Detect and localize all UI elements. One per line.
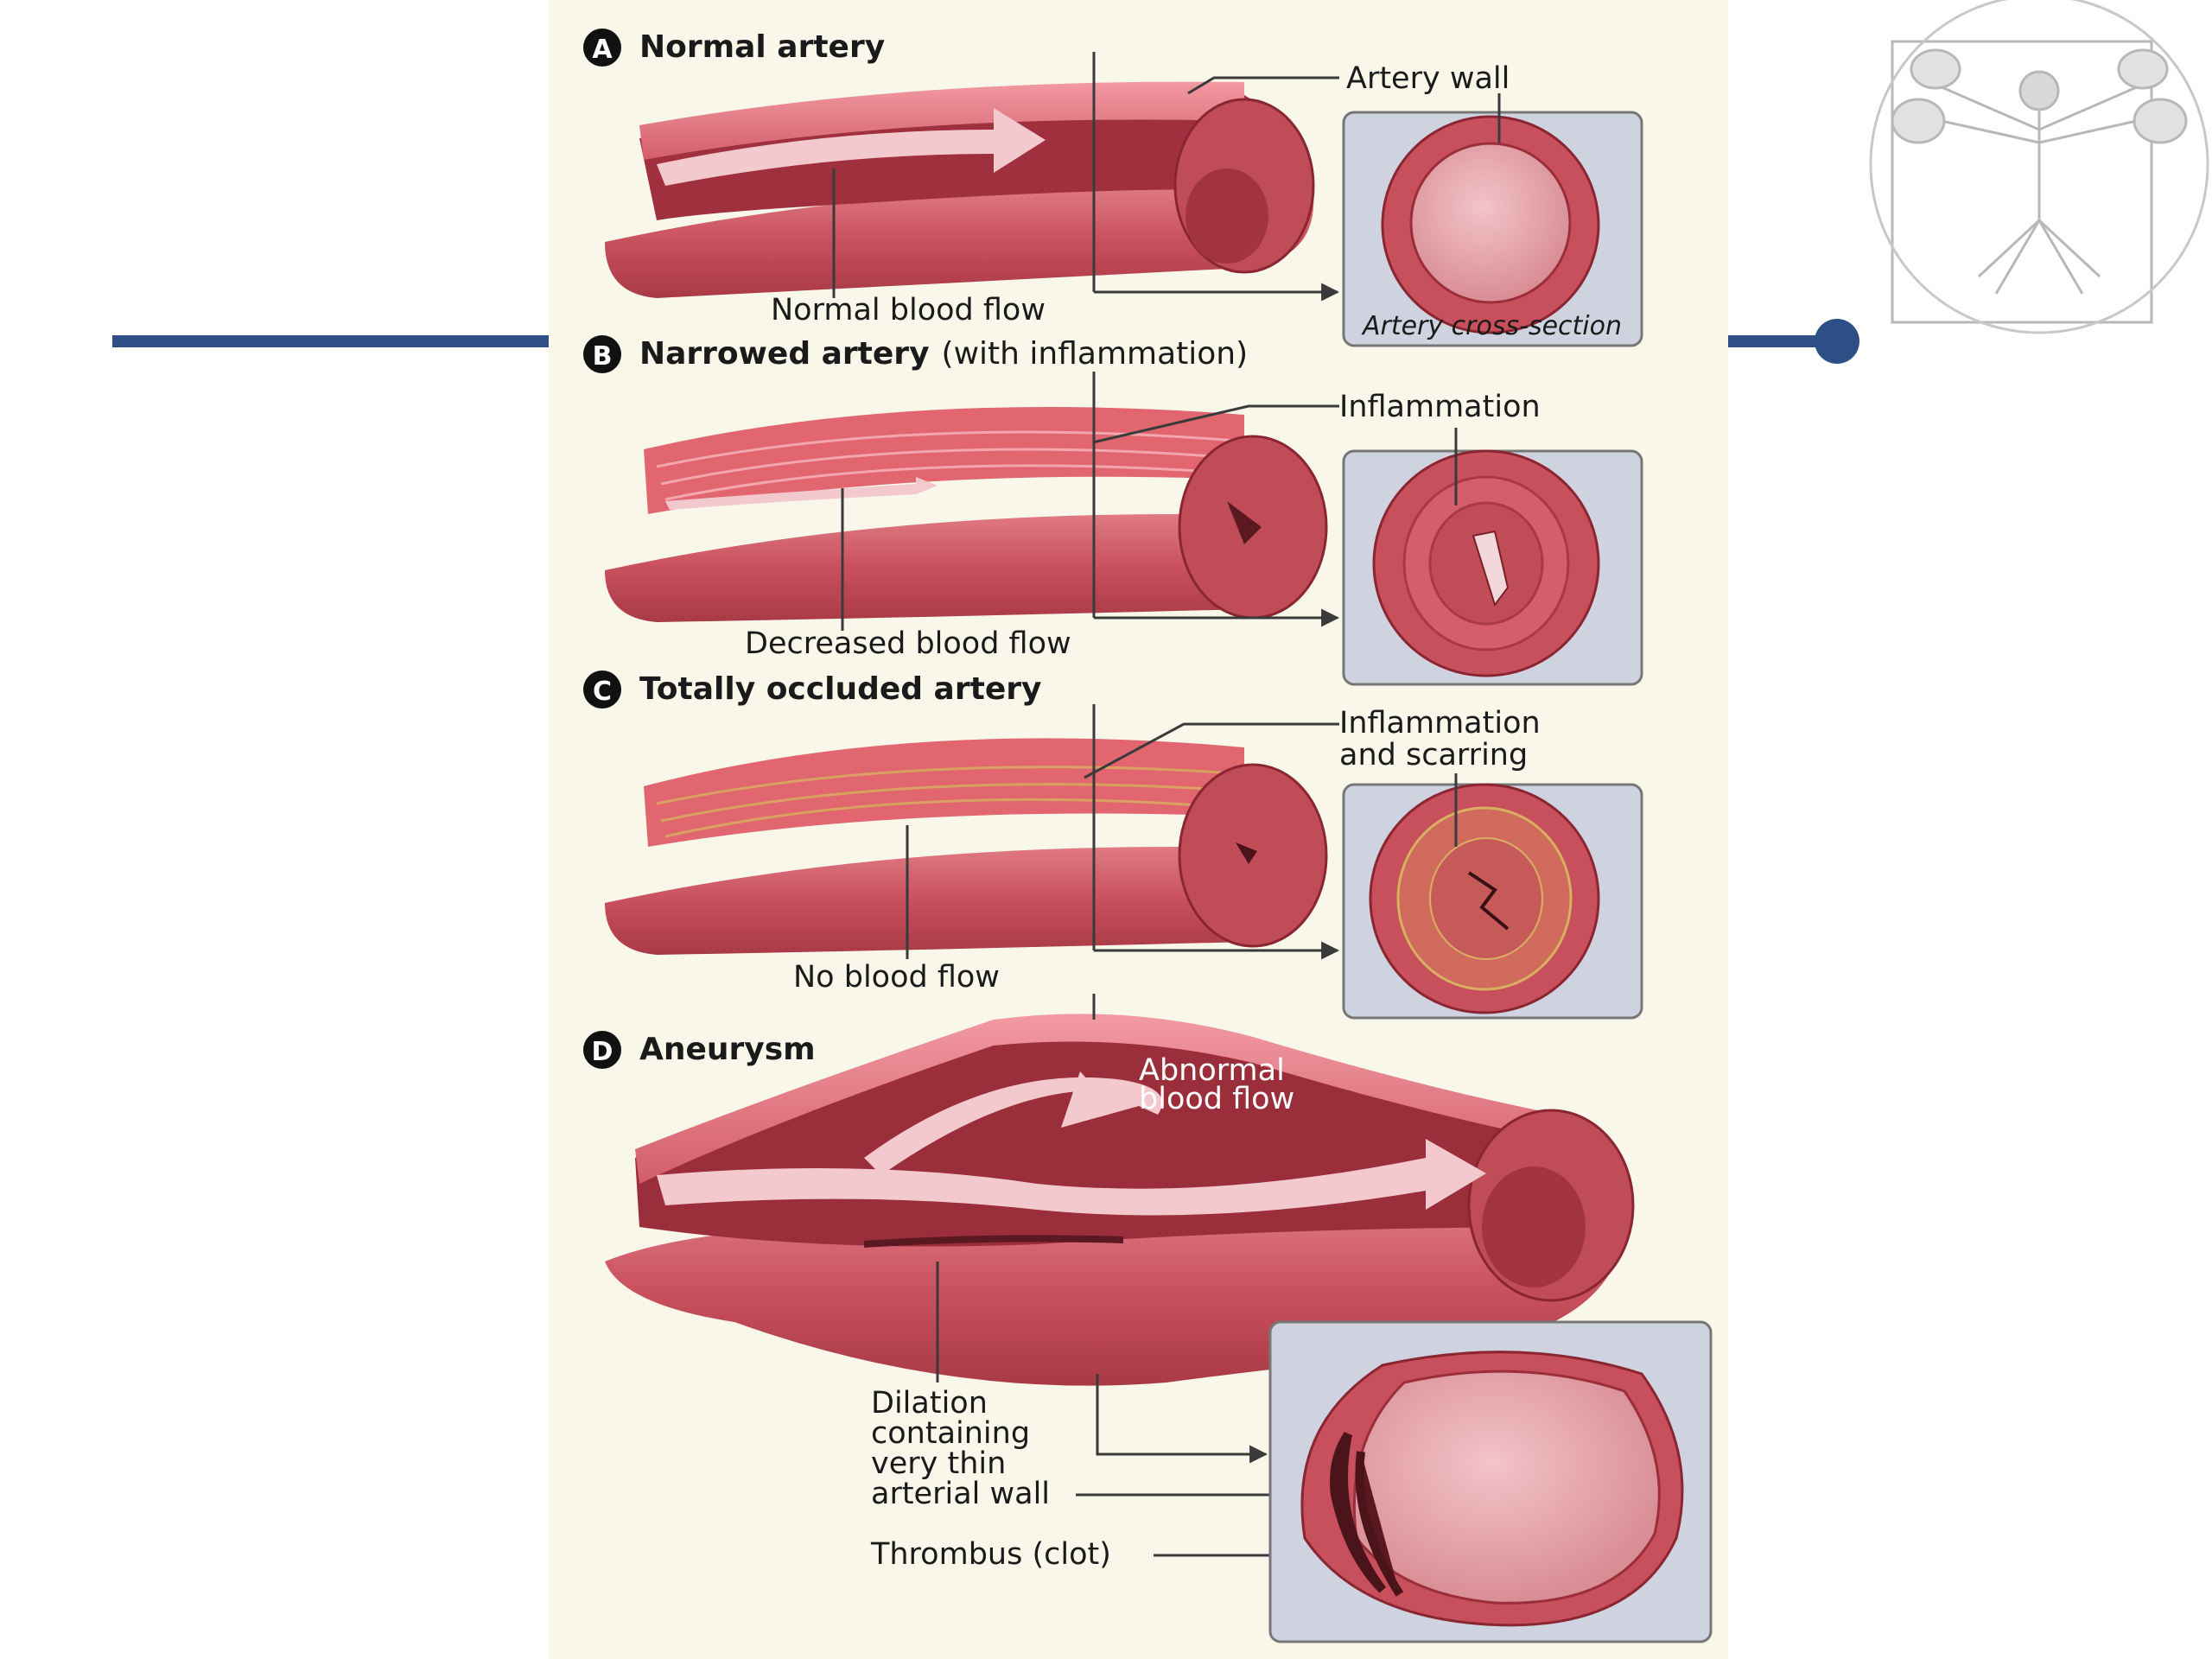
panel-c-occluded-artery: C Totally occluded artery Inflammation a…: [583, 671, 1643, 1020]
panel-d-dilation-label-3: very thin: [871, 1446, 1006, 1481]
panel-a-artery-lumen-end: [1185, 168, 1268, 264]
panel-b-wall-texture: [656, 430, 1236, 501]
panel-a-artery-tube: [605, 186, 1314, 298]
artery-diagram: A Normal artery Artery wall Normal blood…: [549, 0, 1728, 1659]
panel-d-dilation-label-1: Dilation: [871, 1386, 988, 1421]
panel-d-abnormal-label-2: blood flow: [1139, 1082, 1294, 1116]
panel-a-wall-label: Artery wall: [1346, 61, 1510, 96]
panel-d-aneurysm-wall-top: [635, 1014, 1560, 1184]
panel-c-scar-texture: [656, 766, 1236, 838]
panel-b-narrow-lumen: [1227, 501, 1262, 544]
panel-a-letter: A: [592, 35, 613, 65]
panel-d-badge: [583, 1031, 621, 1069]
panel-d-aneurysm: D Aneurysm Abnormal blood flow Dilation …: [583, 994, 1713, 1643]
panel-a-normal-artery: A Normal artery Artery wall Normal blood…: [583, 29, 1643, 347]
panel-a-flow-label: Normal blood flow: [771, 293, 1046, 327]
panel-d-thrombus-streak: [863, 1235, 1124, 1248]
panel-c-title: Totally occluded artery: [639, 671, 1041, 707]
panel-d-letter: D: [592, 1037, 613, 1067]
slide-divider-right: [1728, 335, 1823, 347]
panel-c-artery-tube: [605, 847, 1323, 955]
slide-divider-dot: [1815, 319, 1859, 364]
panel-a-cross-section-lumen: [1409, 142, 1572, 304]
panel-a-title: Normal artery: [639, 29, 885, 65]
panel-c-badge: [583, 671, 621, 709]
panel-c-occluded-lumen: [1236, 842, 1257, 864]
panel-c-cross-section-lumen: [1467, 871, 1510, 931]
panel-b-flow-label: Decreased blood flow: [745, 626, 1071, 661]
panel-c-cross-section-scar-inner: [1429, 837, 1543, 960]
vitruvian-skeleton-logo: [1869, 0, 2209, 334]
panel-c-inflammation-label-1: Inflammation: [1339, 706, 1541, 741]
panel-b-flow-arrow: [665, 477, 938, 510]
panel-a-wall-leader: [1187, 76, 1339, 95]
panel-c-inflammation-leader: [1084, 722, 1339, 779]
panel-d-cross-section-thrombus: [1330, 1432, 1404, 1597]
panel-d-title: Aneurysm: [639, 1032, 816, 1067]
panel-d-dilation-label-2: containing: [871, 1416, 1030, 1451]
panel-c-inflammation-label-2: and scarring: [1339, 738, 1528, 772]
panel-d-artery-lumen-end: [1482, 1166, 1586, 1287]
panel-b-title: Narrowed artery(with inflammation): [639, 336, 1248, 372]
panel-d-flow-arrow-swirl: [864, 1071, 1162, 1175]
panel-b-inflammation-label: Inflammation: [1339, 390, 1541, 424]
panel-d-abnormal-label-1: Abnormal: [1139, 1053, 1285, 1088]
panel-d-dilation-label-4: arterial wall: [871, 1477, 1050, 1511]
panel-b-inflammation-leader: [1092, 404, 1339, 444]
panel-b-badge: [583, 335, 621, 373]
panel-d-flow-arrow-main: [657, 1139, 1486, 1216]
panel-a-cross-section-label: Artery cross-section: [1361, 311, 1622, 341]
slide-divider-left: [112, 335, 549, 347]
panel-a-flow-arrow: [657, 108, 1046, 186]
panel-b-narrowed-artery: B Narrowed artery(with inflammation) Inf…: [583, 335, 1643, 686]
panel-a-badge: [583, 29, 621, 67]
panel-b-artery-tube: [605, 514, 1323, 622]
panel-c-flow-label: No blood flow: [793, 960, 1000, 995]
panel-c-letter: C: [593, 677, 612, 707]
panel-d-arrow-to-inset: [1096, 1374, 1268, 1464]
panel-b-cross-section-lumen: [1471, 530, 1510, 607]
panel-d-thrombus-label: Thrombus (clot): [870, 1537, 1111, 1572]
panel-d-cross-section-lumen: [1352, 1370, 1661, 1605]
panel-b-letter: B: [593, 341, 613, 372]
